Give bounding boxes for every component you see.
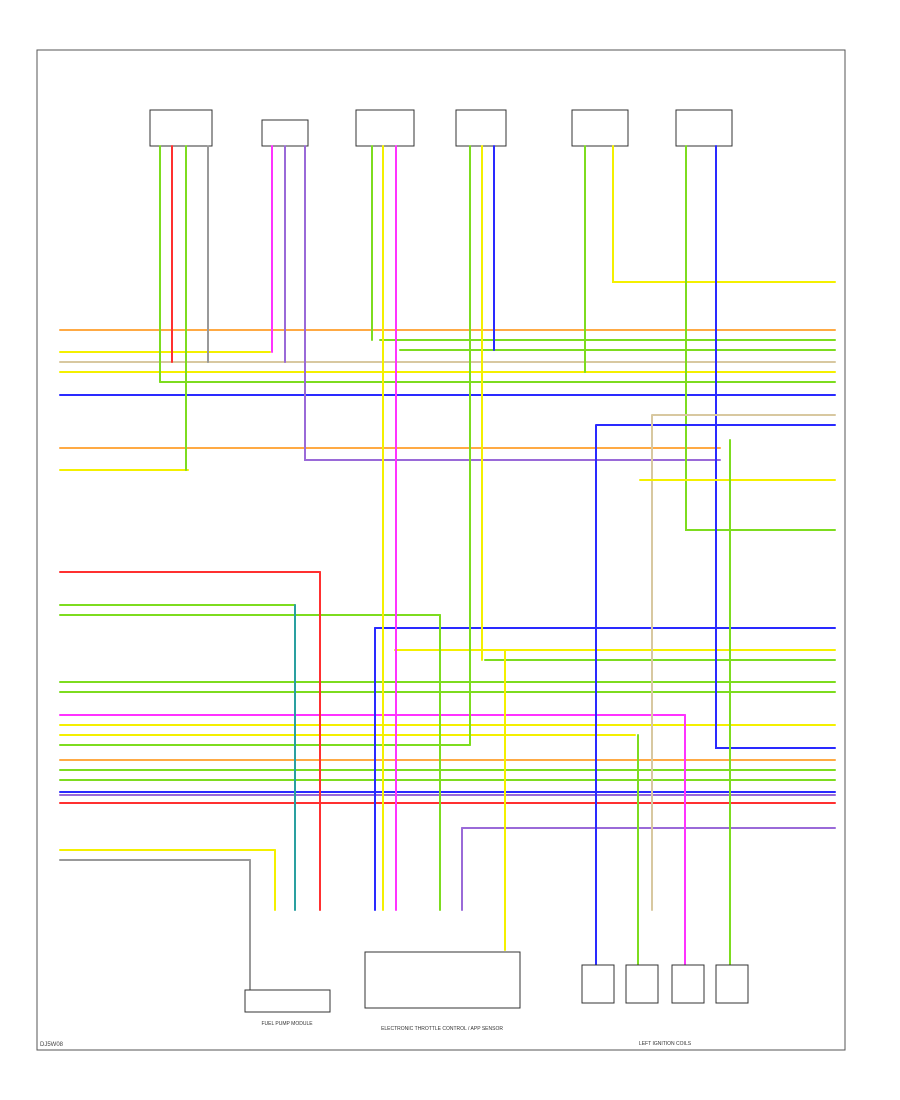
throttle-control: ELECTRONIC THROTTLE CONTROL / APP SENSOR	[364, 951, 521, 1032]
diagram-border	[36, 49, 846, 1051]
component-c2	[261, 119, 309, 147]
component-c4	[455, 109, 507, 147]
wire-v17	[715, 145, 836, 749]
figure-id: DJ5W08	[40, 1042, 64, 1048]
wire-v19	[651, 414, 836, 911]
wire-v7	[304, 145, 721, 461]
ignition-coils: LEFT IGNITION COILS	[581, 964, 749, 1047]
ignition-coils-label: LEFT IGNITION COILS	[639, 1041, 692, 1047]
component-c6	[675, 109, 733, 147]
wire-group-vertical	[159, 145, 836, 991]
component-c1	[149, 109, 213, 147]
wire-v15	[612, 145, 836, 283]
wire-group-horizontal	[59, 329, 836, 861]
component-c3	[355, 109, 415, 147]
wire-v16	[685, 145, 836, 531]
throttle-control-label: ELECTRONIC THROTTLE CONTROL / APP SENSOR	[381, 1026, 503, 1032]
wire-v18	[595, 424, 836, 911]
component-c5	[571, 109, 629, 147]
fuel-pump-module-label: FUEL PUMP MODULE	[261, 1021, 313, 1027]
fuel-pump-module: FUEL PUMP MODULE	[244, 989, 331, 1027]
